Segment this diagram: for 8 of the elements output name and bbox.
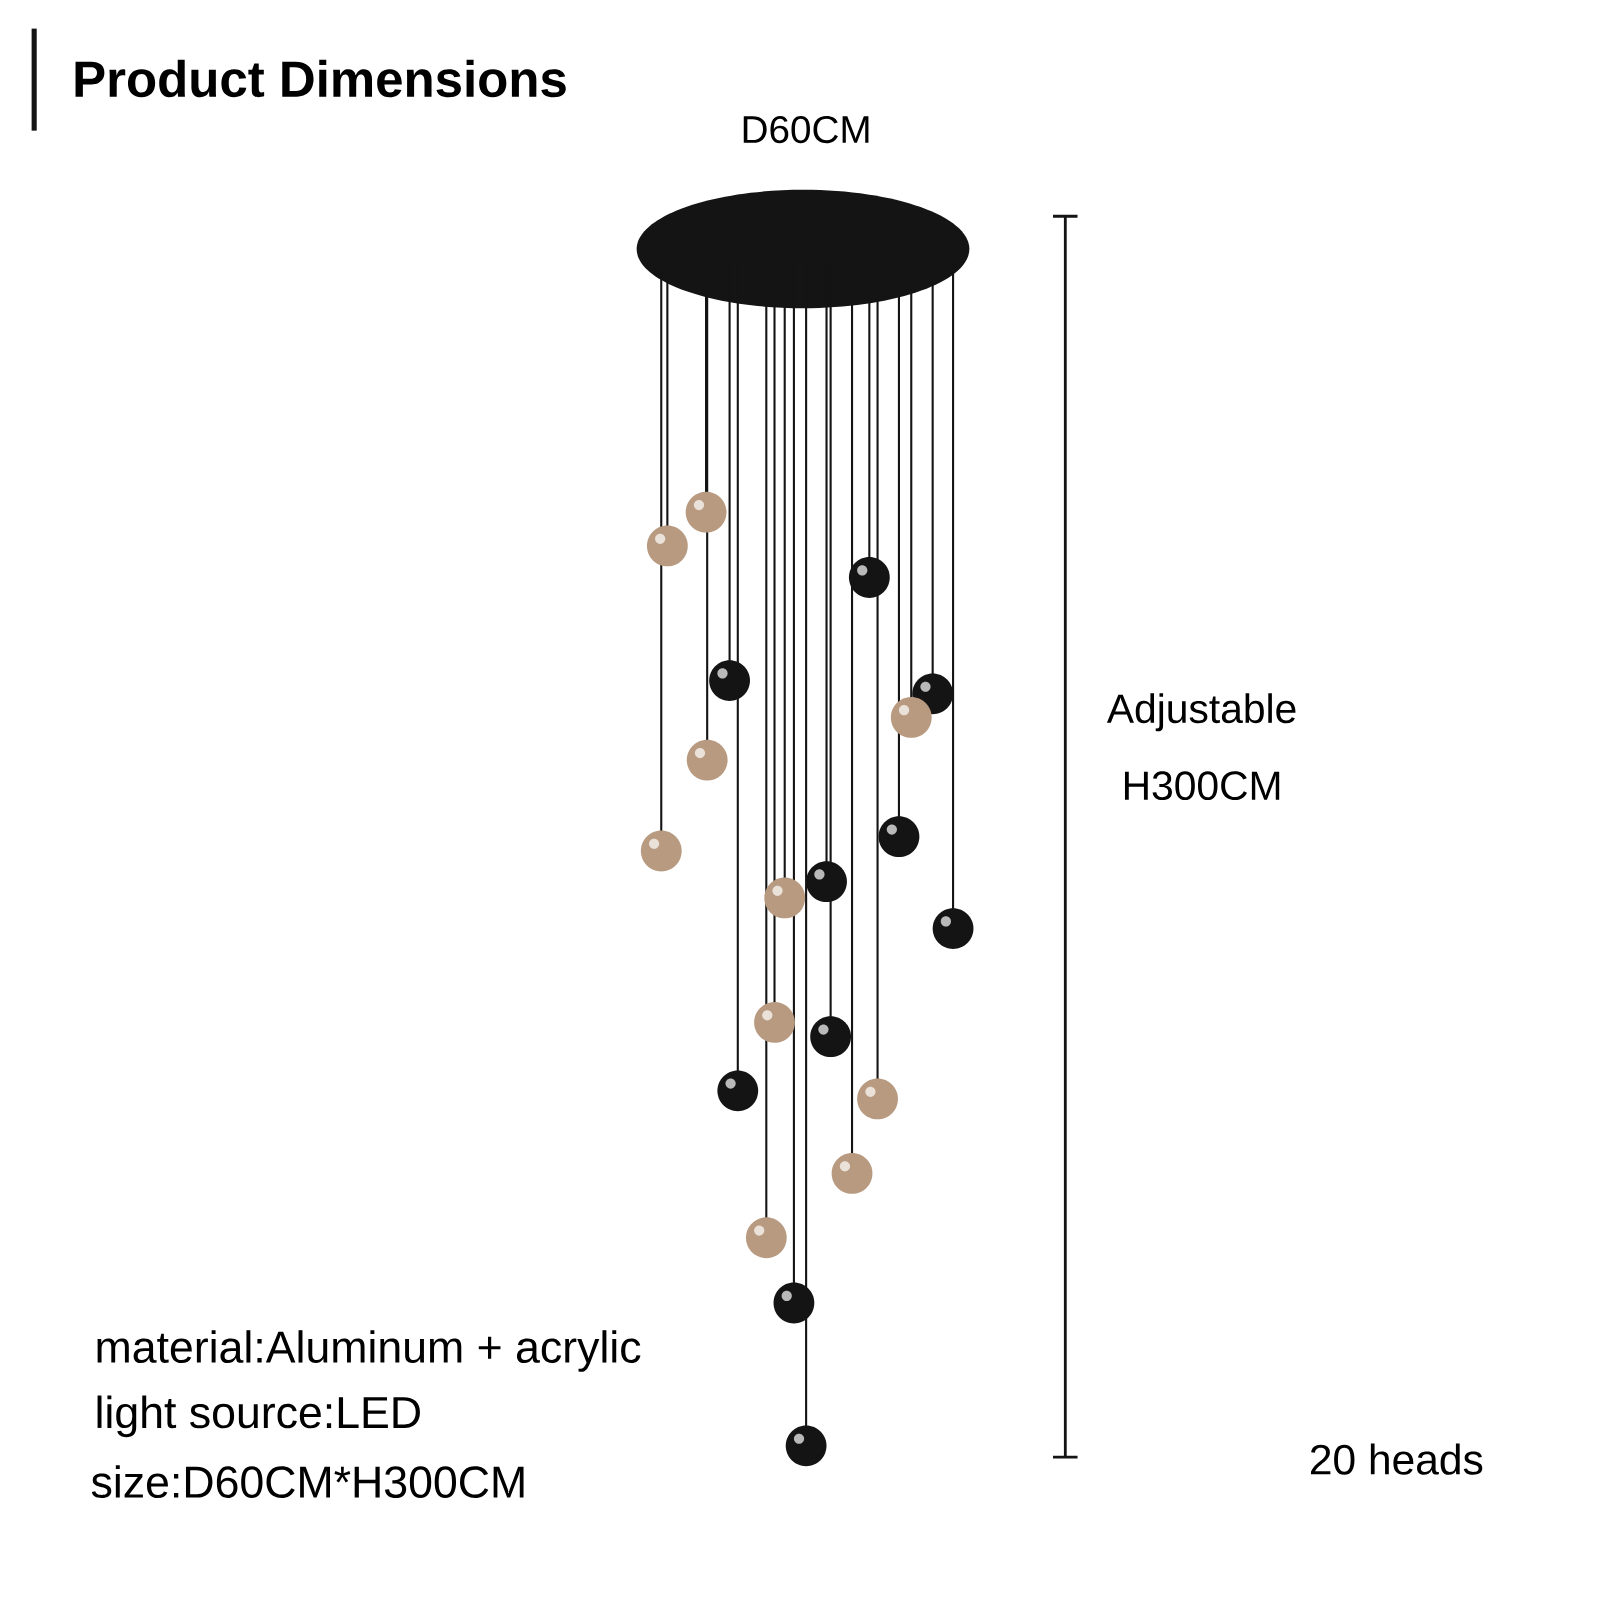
spec-text: light source:LED: [97, 1395, 420, 1438]
count-text: 20 heads: [1310, 1443, 1483, 1475]
dimension-label: H300CM: [1124, 771, 1280, 801]
heading: Product Dimensions: [75, 59, 566, 98]
spec-text: material:Aluminum + acrylic: [97, 1330, 641, 1372]
dimension-label: D60CM: [743, 115, 869, 144]
dimension-label: Adjustable: [1106, 693, 1296, 732]
spec-text: size:D60CM*H300CM: [91, 1465, 524, 1498]
